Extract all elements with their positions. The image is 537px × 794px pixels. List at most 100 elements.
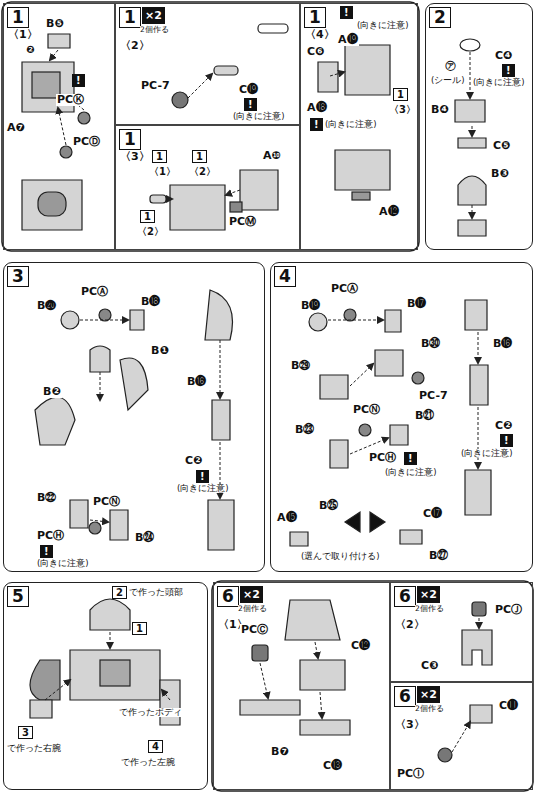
- part-label: B❹: [430, 104, 450, 116]
- part-label: PCⒶ: [80, 286, 109, 298]
- step-reference: 1: [393, 88, 408, 101]
- part-label: C❸: [420, 660, 439, 672]
- note-text: (向きに注意): [460, 449, 514, 458]
- caution-mark: !: [40, 545, 53, 558]
- quantity-badge: ×2: [417, 586, 440, 603]
- step-number: 4: [274, 266, 296, 287]
- note-text: (向きに注意): [356, 21, 410, 30]
- part-label: PC-7: [418, 390, 449, 402]
- note-text: (シール): [430, 76, 466, 85]
- step-panel: 5: [3, 582, 208, 790]
- part-label: B㉓: [294, 424, 315, 436]
- part-label: C⓬: [350, 640, 371, 652]
- part-label: C⓭: [322, 760, 343, 772]
- part-label: B❶: [150, 345, 170, 357]
- step-reference: 1: [132, 622, 147, 635]
- part-label: B⓰: [492, 338, 513, 350]
- part-label: B㉑: [414, 410, 435, 422]
- quantity-badge: ×2: [142, 7, 165, 24]
- sub-step-label: ❷: [25, 44, 35, 55]
- step-number: 6: [217, 586, 239, 607]
- step-panel: 6×2〈1〉2個作る: [213, 582, 390, 790]
- step-panel: 6×2 〈2〉 2個作る: [390, 582, 533, 682]
- note-text: (向きに注意): [176, 484, 230, 493]
- caution-mark: !: [500, 434, 513, 447]
- sub-step-label: 〈2〉: [136, 226, 165, 237]
- step-reference: 2: [112, 586, 127, 599]
- sub-step-label: 〈2〉: [188, 166, 217, 177]
- note-text: で作った右腕: [6, 744, 62, 753]
- step-number: 1: [119, 129, 141, 150]
- step-number: 3: [7, 266, 29, 287]
- part-label: A❼: [6, 122, 26, 134]
- part-label: B⓴: [36, 300, 57, 312]
- part-label: C❹: [494, 50, 513, 62]
- step-note: 〈1〉: [8, 29, 38, 40]
- note-text: (向きに注意): [384, 468, 438, 477]
- part-label: B㉒: [36, 492, 57, 504]
- part-label: B㉙: [290, 360, 311, 372]
- step-note: 2個作る: [415, 705, 444, 713]
- part-label: C⓱: [422, 508, 443, 520]
- step-note: 2個作る: [140, 26, 169, 34]
- part-label: B❷: [42, 386, 62, 398]
- note-text: で作った頭部: [128, 588, 184, 597]
- part-label: B❸: [490, 168, 510, 180]
- part-label: C❷: [494, 420, 513, 432]
- note-text: (向きに注意): [324, 120, 378, 129]
- step-panel: 2: [425, 3, 533, 250]
- part-label: PCⒽ: [368, 452, 397, 464]
- step-number: 2: [429, 7, 451, 28]
- part-label: PCⓂ: [228, 216, 257, 228]
- part-label: PCⒶ: [330, 283, 359, 295]
- step-reference: 1: [140, 210, 155, 223]
- part-label: C❷: [184, 455, 203, 467]
- part-label: A⓯: [276, 512, 298, 524]
- caution-mark: !: [196, 470, 209, 483]
- step-reference: 1: [192, 150, 207, 163]
- note-text: で作った左腕: [120, 758, 176, 767]
- step-note: 〈4〉: [305, 29, 335, 40]
- part-label: PC-7: [140, 80, 171, 92]
- part-label: PCⒹ: [72, 136, 101, 148]
- part-label: A⓬: [378, 206, 400, 218]
- caution-mark: !: [244, 98, 257, 111]
- part-label: B㉕: [318, 500, 339, 512]
- part-label: PCⒸ: [240, 624, 269, 636]
- part-label: A❿: [262, 150, 282, 162]
- step-reference: 4: [148, 740, 163, 753]
- sub-step-label: 〈3〉: [388, 104, 417, 115]
- part-label: PCⒽ: [36, 530, 65, 542]
- step-number: 6: [394, 586, 416, 607]
- quantity-badge: ×2: [417, 686, 440, 703]
- caution-mark: !: [310, 118, 323, 131]
- step-reference: 1: [152, 150, 167, 163]
- part-label: B❼: [270, 746, 290, 758]
- part-label: C❻: [306, 46, 325, 58]
- part-label: PCⒾ: [396, 768, 425, 780]
- part-label: C⓳: [238, 84, 259, 96]
- part-label: PCⓃ: [352, 404, 381, 416]
- part-label: C⓫: [498, 700, 519, 712]
- sub-step-label: 〈1〉: [148, 166, 177, 177]
- part-label: PCⒿ: [494, 604, 523, 616]
- step-note: 〈2〉: [120, 40, 150, 51]
- part-label: B㉔: [134, 532, 155, 544]
- step-panel: 1×2 〈2〉 2個作る: [115, 3, 300, 125]
- step-note: 2個作る: [415, 605, 444, 613]
- step-number: 5: [7, 586, 29, 607]
- step-number: 1: [304, 7, 326, 28]
- note-text: で作ったボディ: [118, 708, 183, 717]
- part-label: PCⓀ: [56, 94, 85, 106]
- part-label: B❺: [45, 18, 65, 30]
- step-number: 1: [119, 7, 141, 28]
- part-label: A⓳: [337, 34, 359, 46]
- caution-mark: !: [502, 64, 515, 77]
- part-label: B㉚: [420, 338, 441, 350]
- part-label: C❺: [492, 140, 511, 152]
- part-label: A⓲: [306, 102, 328, 114]
- step-reference: 3: [18, 726, 33, 739]
- note-text: (向きに注意): [36, 559, 90, 568]
- note-text: (向きに注意): [472, 78, 526, 87]
- step-note: 〈2〉: [395, 619, 425, 630]
